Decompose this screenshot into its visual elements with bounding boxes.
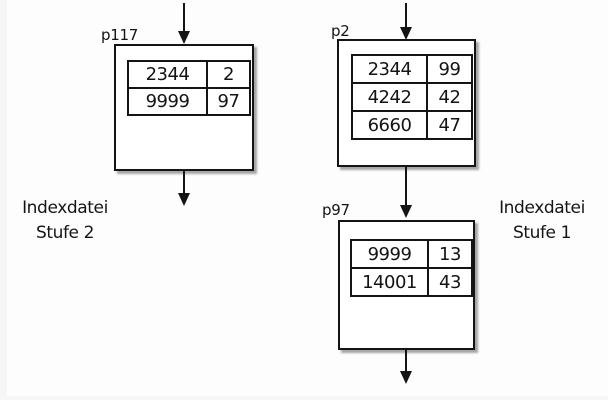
table-cell: 13 — [427, 239, 473, 269]
arrow-line — [183, 171, 185, 193]
table-cell: 97 — [206, 87, 251, 116]
level-label-line2: Stufe 2 — [35, 223, 95, 243]
page-edge-bottom — [0, 396, 608, 400]
page-label-p117: p117 — [101, 26, 138, 44]
arrow-into-p2 — [400, 3, 412, 40]
level-label-stufe-2: Indexdatei Stufe 2 — [0, 196, 130, 246]
table-cell: 9999 — [350, 239, 429, 269]
level-label-stufe-1: Indexdatei Stufe 1 — [477, 196, 607, 246]
table-cell: 2344 — [127, 60, 208, 89]
page-label-p97: p97 — [322, 201, 350, 219]
table-cell: 99 — [426, 54, 473, 84]
table-cell: 4242 — [351, 82, 428, 112]
level-label-line2: Stufe 1 — [512, 223, 572, 243]
arrow-out-of-p97 — [400, 350, 412, 384]
table-cell: 2344 — [351, 54, 428, 84]
arrow-line — [405, 3, 407, 27]
arrow-p2-to-p97 — [400, 167, 412, 218]
table-cell: 42 — [426, 82, 473, 112]
table-cell: 6660 — [351, 110, 428, 140]
arrow-down-icon — [400, 205, 412, 218]
arrow-down-icon — [400, 371, 412, 384]
arrow-down-icon — [400, 27, 412, 40]
table-cell: 47 — [426, 110, 473, 140]
arrow-line — [183, 3, 185, 31]
page-label-p2: p2 — [331, 22, 350, 40]
arrow-line — [405, 350, 407, 371]
table-cell: 43 — [427, 267, 473, 297]
arrow-into-p117 — [178, 3, 190, 44]
level-label-line1: Indexdatei — [499, 198, 585, 218]
page-edge-left — [0, 0, 7, 400]
table-cell: 9999 — [127, 87, 208, 116]
arrow-line — [405, 167, 407, 205]
table-cell: 2 — [206, 60, 251, 89]
level-label-line1: Indexdatei — [22, 198, 108, 218]
table-cell: 14001 — [350, 267, 429, 297]
arrow-out-of-p117 — [178, 171, 190, 206]
arrow-down-icon — [178, 31, 190, 44]
arrow-down-icon — [178, 193, 190, 206]
